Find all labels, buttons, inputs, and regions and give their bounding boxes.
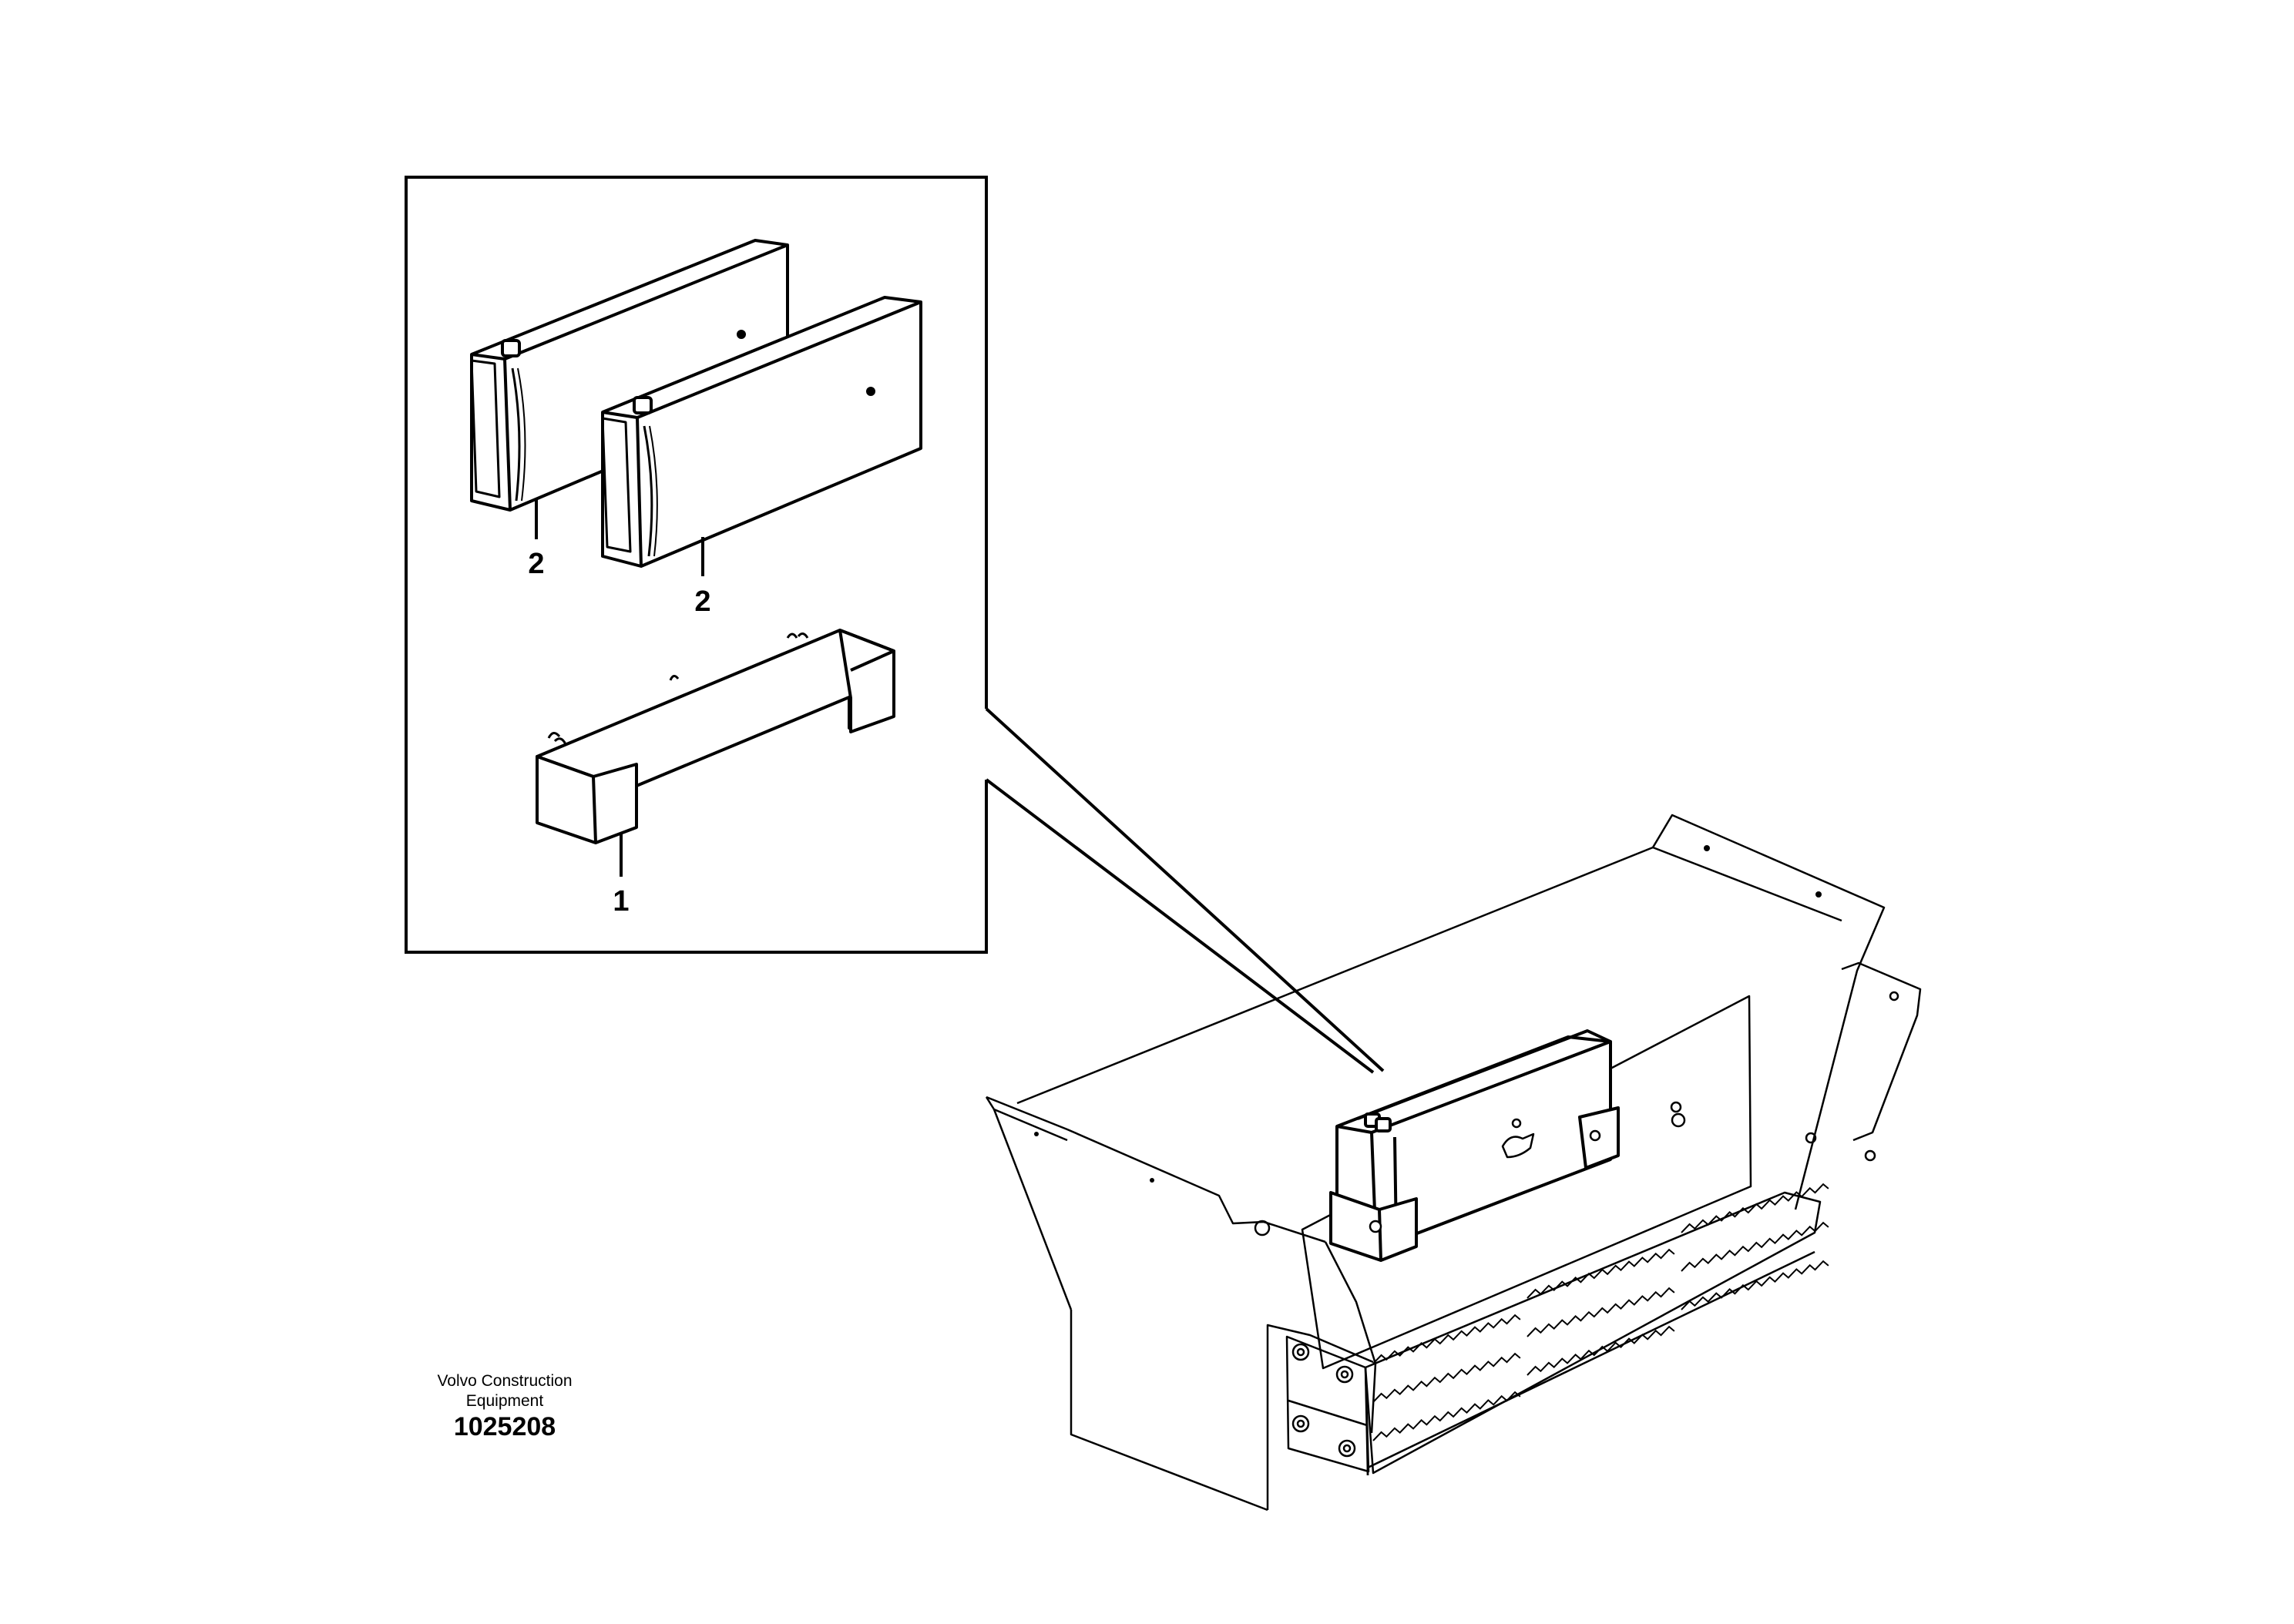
callout-part-2-right: 2 [694,586,710,618]
installed-modules [1329,1029,1682,1262]
brand-line-1: Volvo Construction [437,1372,573,1390]
document-number: 1025208 [453,1412,556,1441]
brand-line-2: Equipment [465,1392,544,1410]
relay-module-right [601,296,922,576]
callout-part-1: 1 [613,885,629,918]
mounting-bracket [536,629,895,877]
detail-inset [405,176,1385,1074]
manufacturer-caption: Volvo Construction Equipment [401,1371,609,1411]
callout-part-2-left: 2 [528,548,544,580]
step-grating [1372,1183,1829,1441]
